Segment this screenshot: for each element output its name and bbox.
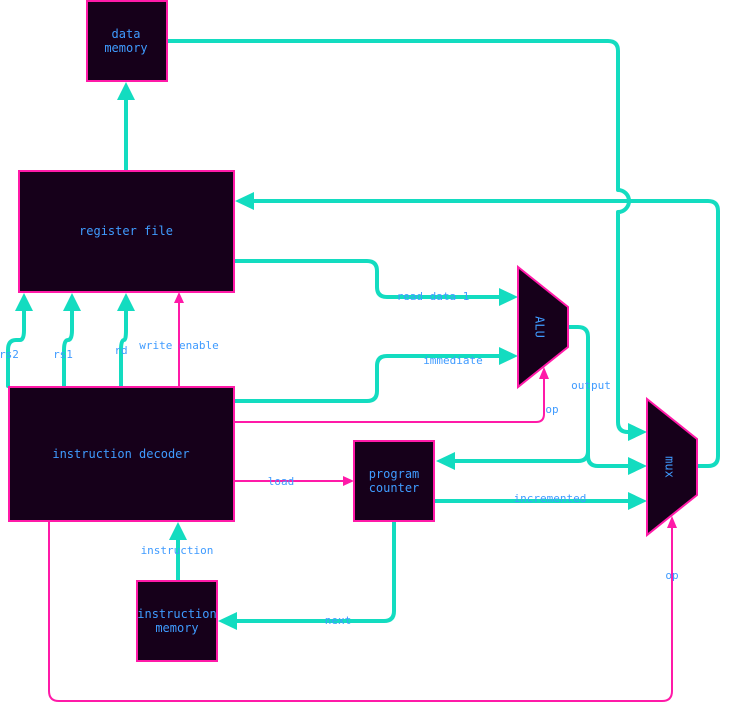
edge-label-immediate: immediate [423,354,483,367]
data-memory-label-line-2: memory [104,41,147,55]
edge-label-next: next [325,614,352,627]
edge-label-rs1: rs1 [53,348,73,361]
arrowhead-to-program-counter [436,452,455,470]
data-arrowheads [15,82,647,630]
register-file-label: register file [79,224,173,238]
wire-output-to-program-counter [448,449,590,463]
edge-label-alu-op: op [545,403,558,416]
arrowhead-alu-op [539,367,549,379]
wire-data-memory-to-mux [166,39,636,434]
wire-alu-op [234,376,545,423]
instruction-memory-node[interactable]: instruction memory [136,580,218,662]
wire-rs1 [62,305,74,388]
edge-label-rs2: rs2 [0,348,19,361]
arrowhead-mux-input-2 [628,457,647,475]
arrowhead-read-data-1 [499,288,518,306]
arrowhead-rs1 [63,293,81,311]
edge-label-load: load [268,475,295,488]
control-wires [48,300,673,702]
arrowhead-rd [117,293,135,311]
arrowhead-next [218,612,237,630]
arrowhead-mux-op [667,516,677,528]
register-file-node[interactable]: register file [18,170,235,293]
instruction-memory-label-line-2: memory [155,621,198,635]
program-counter-node[interactable]: program counter [353,440,435,522]
program-counter-label-line-1: program [369,467,420,481]
edge-label-instruction: instruction [141,544,214,557]
data-memory-label-line-1: data [112,27,141,41]
wire-read-data-1 [233,259,506,299]
wire-next [230,520,396,623]
arrowhead-to-data-memory [117,82,135,100]
mux-node[interactable]: mux [646,396,698,538]
arrowhead-immediate [499,347,518,365]
arrowhead-load [343,476,354,486]
arrowhead-instruction [169,522,187,540]
arrowhead-write-enable [174,292,184,303]
wire-rs2 [6,305,26,388]
arrowhead-mux-input-3 [628,492,647,510]
data-wires [6,39,720,623]
edge-label-incremented: incremented [514,492,587,505]
edge-label-output: output [571,379,611,392]
wire-alu-output [566,325,636,468]
mux-label: mux [663,456,677,478]
program-counter-label-line-2: counter [369,481,420,495]
edge-label-rd: rd [114,344,127,357]
control-arrowheads [174,292,677,528]
wire-mux-to-register-file [247,199,720,468]
arrowhead-rs2 [15,293,33,311]
wire-mux-op [48,521,673,702]
wire-rd [119,305,128,388]
edge-label-mux-op: op [665,569,678,582]
edge-label-read-data-1: read data 1 [397,290,470,303]
data-memory-node[interactable]: data memory [86,0,168,82]
wire-immediate [233,354,506,403]
edge-label-write-enable: write enable [139,339,218,352]
alu-node[interactable]: ALU [517,264,569,390]
arrowhead-to-register-file [235,192,254,210]
alu-label: ALU [533,316,547,338]
instruction-decoder-node[interactable]: instruction decoder [8,386,235,522]
instruction-memory-label-line-1: instruction [137,607,216,621]
arrowhead-mux-input-1 [628,423,647,441]
instruction-decoder-label: instruction decoder [52,447,189,461]
edge-labels: rs2 rs1 rd write enable read data 1 imme… [0,290,679,627]
